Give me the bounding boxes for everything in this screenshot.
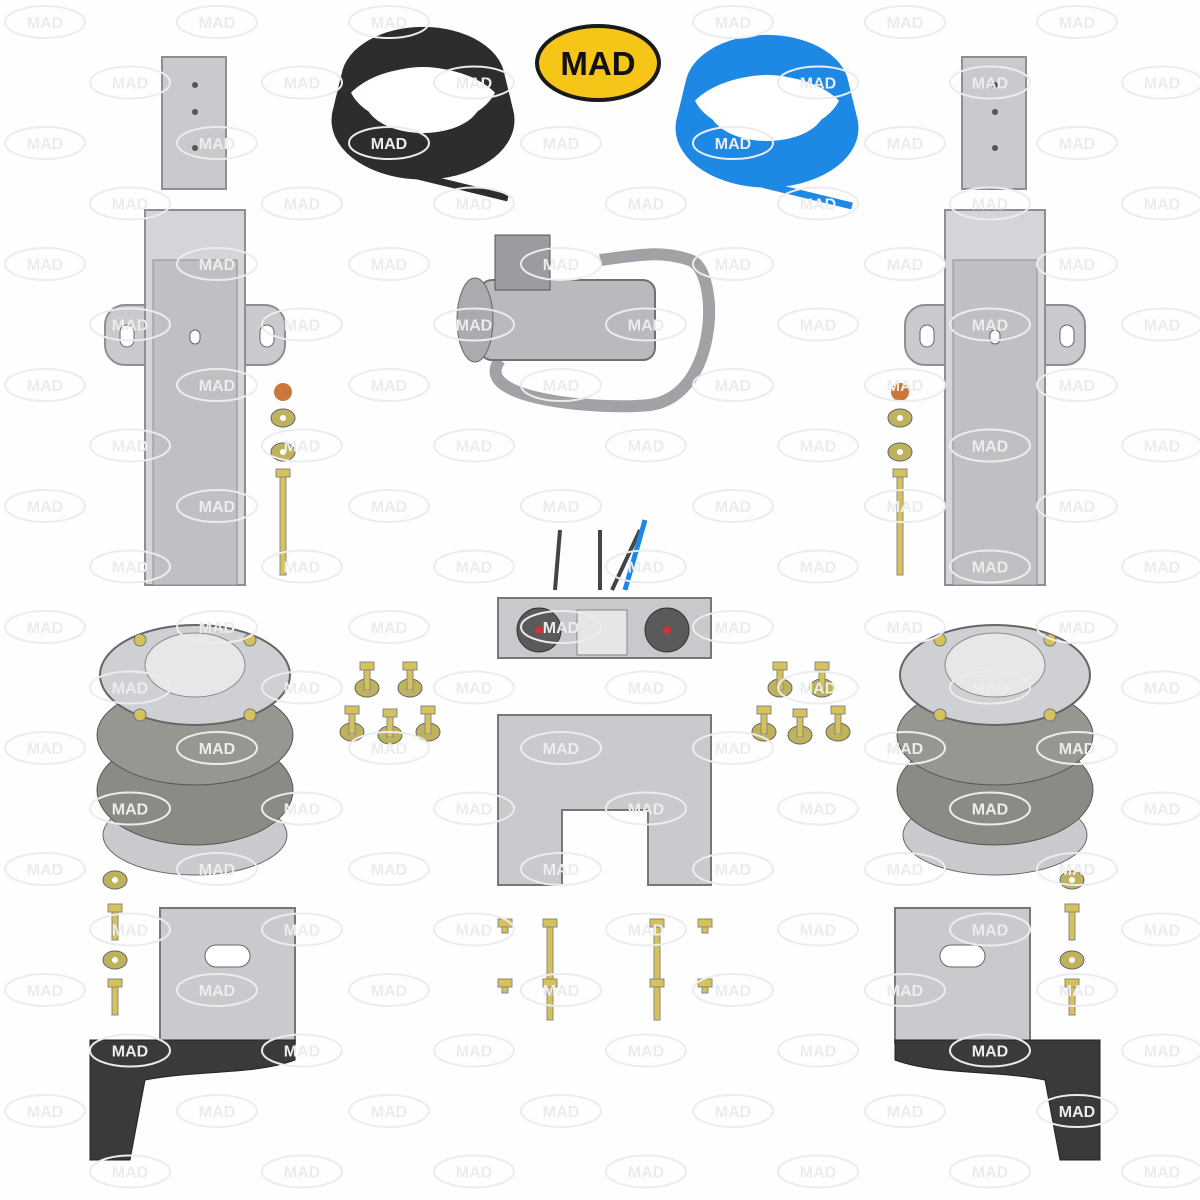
washer-hole: [897, 449, 903, 455]
slot: [189, 329, 201, 345]
hole: [192, 109, 198, 115]
slot: [919, 324, 935, 348]
bolt-head: [107, 978, 123, 988]
washer-hole: [1069, 957, 1075, 963]
stud: [243, 708, 257, 722]
bolt-head: [359, 661, 375, 671]
bolt-head: [497, 978, 513, 988]
hole: [992, 145, 998, 151]
hole: [992, 109, 998, 115]
nut: [274, 383, 292, 401]
bolt-head: [420, 705, 436, 715]
bolt-head: [402, 661, 418, 671]
bolt-head: [792, 708, 808, 718]
bolt-head: [107, 903, 123, 913]
bolt-head: [892, 468, 908, 478]
mounting-plate-left: [161, 56, 227, 190]
washer-hole: [112, 957, 118, 963]
washer-hole: [897, 415, 903, 421]
bolt-head: [830, 705, 846, 715]
washer-hole: [280, 415, 286, 421]
logo-ellipse: [535, 24, 661, 102]
bolt-head: [344, 705, 360, 715]
mad-logo: MAD: [535, 24, 661, 102]
stud: [933, 708, 947, 722]
bolt-head: [542, 918, 558, 928]
hole: [192, 82, 198, 88]
slot: [204, 944, 251, 968]
bolt-head: [275, 468, 291, 478]
logo-text: MAD: [560, 45, 635, 82]
washer-hole: [112, 877, 118, 883]
stud: [133, 633, 147, 647]
bolt-head: [814, 661, 830, 671]
black-bracket: [894, 1039, 1101, 1161]
bolt-head: [382, 708, 398, 718]
gauge-needle: [663, 626, 671, 634]
slot: [1059, 324, 1075, 348]
bolt-head: [1064, 903, 1080, 913]
bolt-head: [756, 705, 772, 715]
bolt-head: [772, 661, 788, 671]
stud: [1043, 708, 1057, 722]
bolt-head: [649, 978, 665, 988]
stud: [133, 708, 147, 722]
bolt-head: [697, 918, 713, 928]
plate: [161, 56, 227, 190]
